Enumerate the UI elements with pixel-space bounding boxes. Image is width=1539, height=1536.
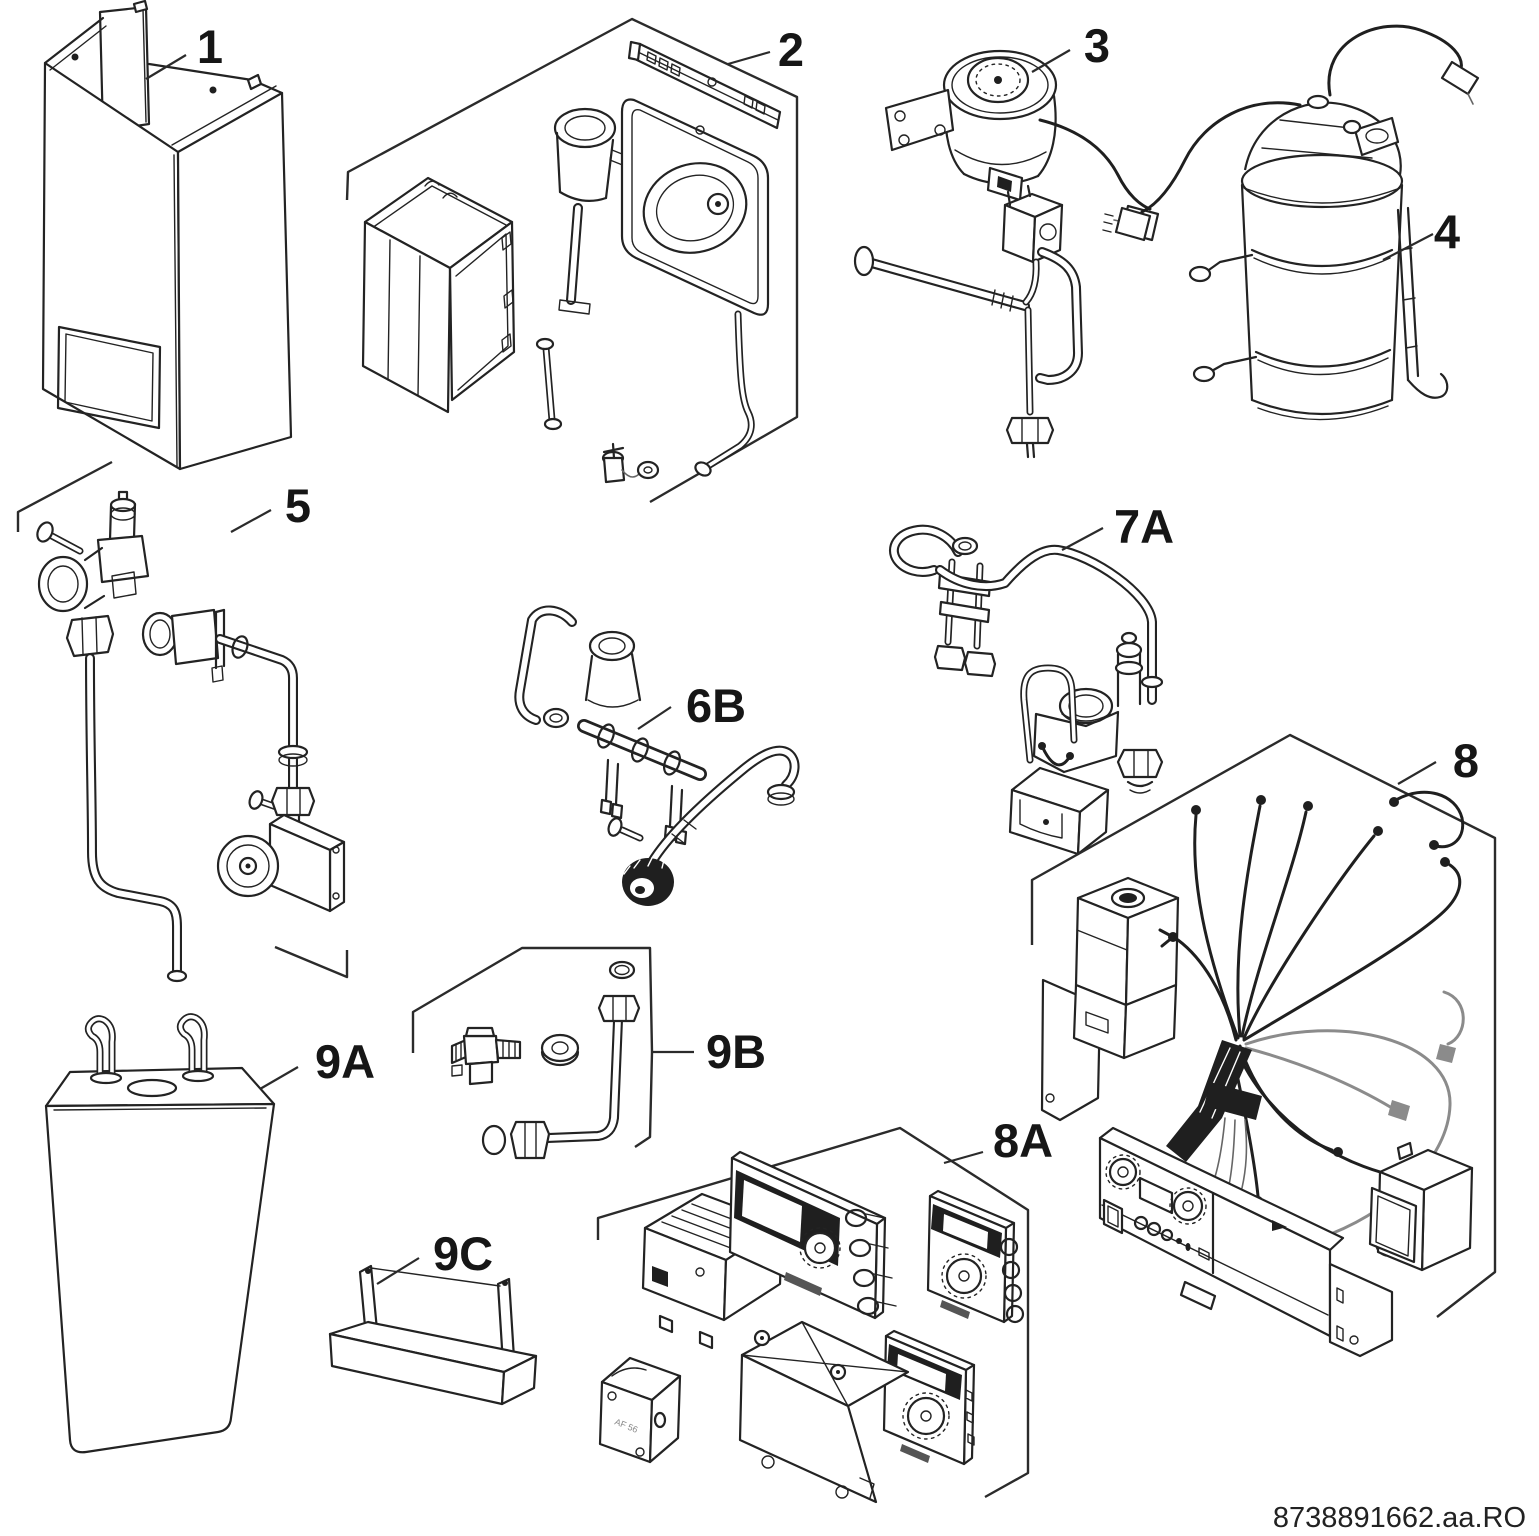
group-8a-border — [596, 1126, 1030, 1499]
fan-blower — [884, 49, 1058, 202]
loop-pipe — [888, 524, 997, 678]
funnel-fitting — [542, 630, 642, 729]
part-6b-pipe-manifold: 6B — [514, 605, 800, 906]
leader-5 — [230, 509, 272, 533]
part-1-casing: 1 — [41, 0, 293, 471]
coupling-ring — [36, 521, 115, 658]
part-2-heat-exchanger-group: 2 — [345, 17, 804, 504]
group-9b-border — [411, 946, 654, 1148]
relay-box — [1368, 1141, 1474, 1272]
casing-label-recess — [56, 325, 162, 430]
leader-7a — [1061, 527, 1104, 551]
pump-pipe — [85, 653, 182, 977]
outlet-hose — [607, 745, 800, 906]
insulation-block — [361, 176, 516, 414]
group-8-border — [1030, 733, 1497, 1318]
document-code: 8738891662.aa.RO — [1273, 1502, 1526, 1534]
part-label-7a: 7A — [1114, 500, 1174, 553]
pump-connection-pipe — [215, 634, 316, 828]
leader-1 — [145, 54, 187, 80]
part-label-4: 4 — [1434, 205, 1460, 258]
flow-fitting — [141, 608, 226, 683]
part-8-electrics-group: 8 — [1030, 733, 1497, 1358]
part-label-1: 1 — [197, 20, 223, 73]
gas-pipes — [853, 245, 1083, 459]
air-vent-valve — [96, 490, 150, 599]
part-4-heat-cell: 4 — [1102, 24, 1480, 421]
leader-3 — [1031, 49, 1071, 73]
part-label-5: 5 — [285, 479, 311, 532]
part-9a-tank: 9A — [44, 1013, 375, 1454]
circulation-pump — [216, 813, 346, 913]
part-label-9b: 9B — [706, 1025, 766, 1078]
brand-logo — [940, 1300, 970, 1319]
part-3-fan-assembly: 3 — [853, 19, 1160, 459]
drain-valve-kit — [535, 337, 660, 484]
part-label-9a: 9A — [315, 1035, 375, 1088]
leader-9c — [376, 1257, 420, 1285]
part-label-2: 2 — [778, 23, 804, 76]
part-9b-pipe-kit: 9B — [411, 946, 766, 1160]
part-label-3: 3 — [1084, 19, 1110, 72]
leader-8 — [1397, 761, 1437, 785]
o-ring — [481, 1124, 507, 1156]
heat-exchanger-panel — [620, 98, 770, 477]
part-label-9c: 9C — [433, 1227, 493, 1280]
brand-logo — [900, 1444, 930, 1463]
mounting-backplate — [738, 1320, 910, 1504]
part-8a-controllers-group: AF 56 8A — [596, 1114, 1053, 1504]
outlet-nut — [1116, 748, 1164, 794]
cell-straps — [1188, 248, 1394, 383]
cell-side-rail — [1396, 206, 1449, 399]
gas-control-unit — [1040, 876, 1180, 1122]
leader-2 — [727, 50, 771, 66]
grommet — [540, 1033, 580, 1067]
boiler-control-panel — [1098, 1126, 1394, 1358]
programmer-unit — [728, 1150, 897, 1320]
leader-8a — [943, 1150, 984, 1165]
group-5-border-topleft — [16, 460, 113, 532]
thermostat-2 — [882, 1329, 976, 1466]
cell-body — [1240, 94, 1404, 421]
part-label-8: 8 — [1453, 734, 1479, 787]
part-9c-bracket: 9C — [328, 1227, 538, 1406]
part-5-hydraulic-group: 5 — [16, 460, 349, 983]
leader-6b — [637, 706, 672, 730]
group-5-border-bottomright — [274, 945, 349, 979]
part-7a-valve-group: 7A — [888, 500, 1174, 856]
brand-logo — [784, 1272, 822, 1296]
hook-pipe — [514, 605, 577, 725]
bent-pipe — [509, 960, 641, 1160]
cartridge — [1114, 631, 1144, 708]
bypass-pipe — [935, 544, 1157, 705]
leader-9a — [259, 1066, 299, 1090]
thermostat-1 — [926, 1189, 1025, 1324]
valve-motor — [1008, 766, 1110, 856]
valve-body — [1020, 664, 1120, 774]
mounting-rail — [627, 40, 782, 130]
part-label-8a: 8A — [993, 1114, 1053, 1167]
leader-4 — [1382, 233, 1434, 261]
outdoor-sensor-box: AF 56 — [598, 1356, 682, 1464]
small-valve — [450, 1026, 522, 1086]
flue-manifold — [553, 107, 628, 315]
group-2-border — [345, 17, 799, 504]
part-label-6b: 6B — [686, 679, 746, 732]
